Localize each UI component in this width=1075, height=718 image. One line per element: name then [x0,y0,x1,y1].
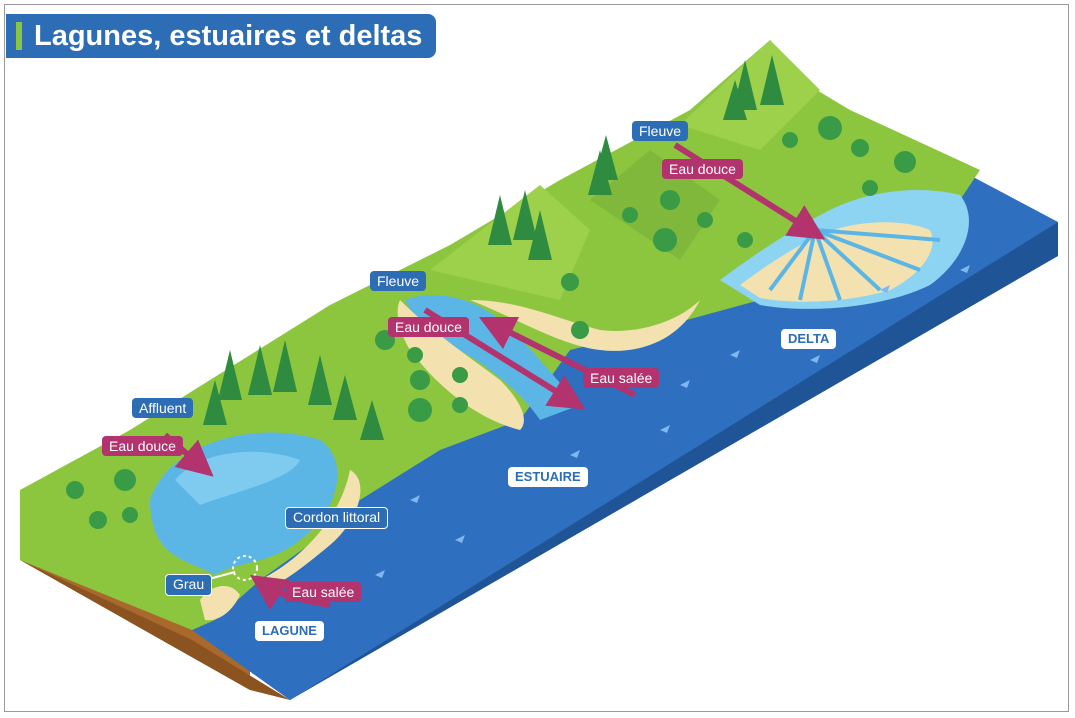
grau-marker [232,555,258,581]
title-text: Lagunes, estuaires et deltas [34,20,423,52]
delta-channels [768,228,941,301]
label-grau: Grau [165,574,213,596]
label-eau-douce-delta: Eau douce [662,159,743,179]
label-eau-salee-estuaire: Eau salée [583,368,660,388]
label-cordon-littoral: Cordon littoral [285,507,389,529]
page-title: Lagunes, estuaires et deltas [6,14,437,58]
label-eau-salee-lagune: Eau salée [285,582,362,602]
label-delta: DELTA [781,329,837,349]
title-accent-bar [16,22,22,50]
label-eau-douce-lagune: Eau douce [102,436,183,456]
label-fleuve-delta: Fleuve [632,121,689,141]
label-affluent: Affluent [132,398,194,418]
estuary-sand-east [470,300,700,351]
label-lagune: LAGUNE [255,621,324,641]
label-estuaire: ESTUAIRE [508,467,588,487]
label-eau-douce-estuaire: Eau douce [388,317,469,337]
bush-clusters [66,116,916,529]
tree-clusters [203,55,784,440]
wave-marks [375,265,970,578]
label-fleuve-estuaire: Fleuve [370,271,427,291]
delta-sand [740,222,933,302]
soil-side-shadow [20,560,290,700]
